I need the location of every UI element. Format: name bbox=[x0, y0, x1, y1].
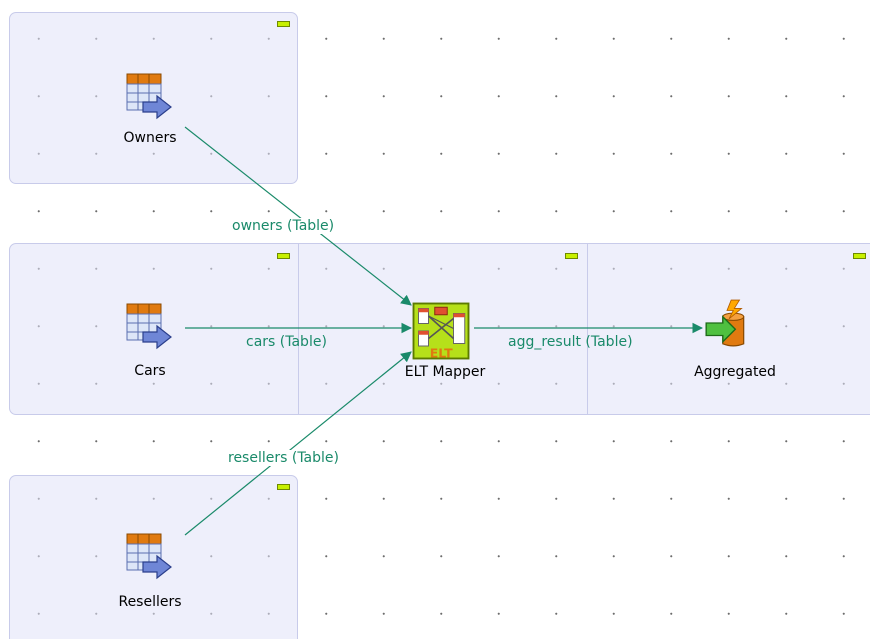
collapse-button[interactable] bbox=[277, 484, 290, 490]
collapse-button[interactable] bbox=[853, 253, 866, 259]
link-label-agg-result[interactable]: agg_result (Table) bbox=[508, 334, 633, 350]
component-owners[interactable]: Owners bbox=[110, 70, 190, 155]
table-input-icon[interactable] bbox=[125, 72, 173, 120]
elt-icon-text: ELT bbox=[430, 345, 453, 360]
elt-mapper-icon[interactable]: ELT bbox=[411, 301, 471, 361]
component-label-elt-mapper[interactable]: ELT Mapper bbox=[404, 364, 486, 380]
subjob-divider bbox=[587, 244, 588, 414]
component-label-resellers[interactable]: Resellers bbox=[118, 594, 182, 610]
component-label-cars[interactable]: Cars bbox=[134, 363, 166, 379]
component-elt-mapper[interactable]: ELT ELT Mapper bbox=[400, 300, 490, 385]
collapse-button[interactable] bbox=[565, 253, 578, 259]
link-label-owners[interactable]: owners (Table) bbox=[232, 218, 335, 234]
table-input-icon[interactable] bbox=[125, 532, 173, 580]
component-resellers[interactable]: Resellers bbox=[110, 532, 190, 617]
component-aggregated[interactable]: Aggregated bbox=[690, 298, 780, 385]
collapse-button[interactable] bbox=[277, 253, 290, 259]
subjob-divider bbox=[298, 244, 299, 414]
component-cars[interactable]: Cars bbox=[110, 300, 190, 385]
db-output-icon[interactable] bbox=[702, 298, 752, 348]
collapse-button[interactable] bbox=[277, 21, 290, 27]
component-label-owners[interactable]: Owners bbox=[123, 130, 177, 146]
component-label-aggregated[interactable]: Aggregated bbox=[694, 364, 776, 380]
link-label-cars[interactable]: cars (Table) bbox=[246, 334, 327, 350]
table-input-icon[interactable] bbox=[125, 302, 173, 350]
link-label-resellers[interactable]: resellers (Table) bbox=[228, 450, 339, 466]
